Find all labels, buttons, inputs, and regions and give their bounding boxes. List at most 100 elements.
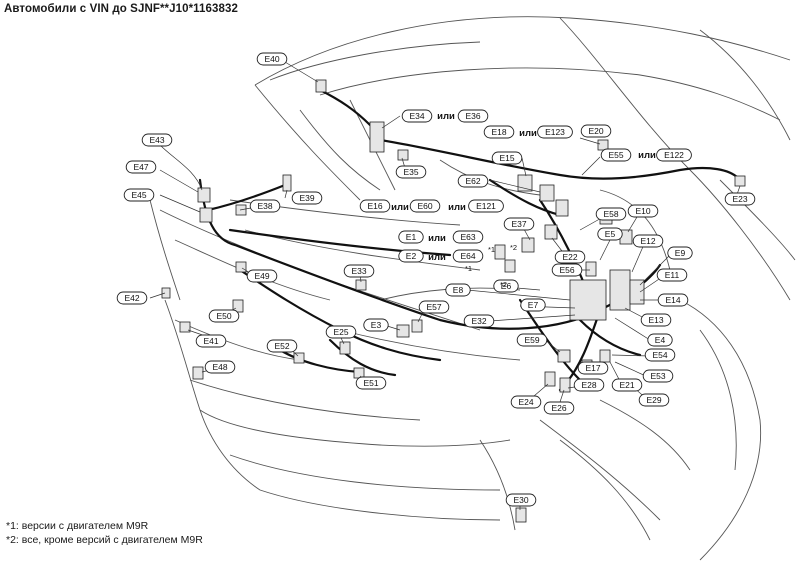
or-word: или	[437, 111, 455, 122]
label-text: E64	[460, 251, 475, 261]
connector-label: E26	[543, 401, 575, 415]
connector-label: E53	[642, 369, 674, 383]
label-text: E58	[603, 209, 618, 219]
connector-label: E43	[141, 133, 173, 147]
connector-label: E28	[573, 378, 605, 392]
connector-label: E25	[325, 325, 357, 339]
connector-label: E36	[457, 109, 489, 123]
label-text: E47	[133, 162, 148, 172]
label-box	[632, 234, 664, 248]
connector-label: E17	[577, 361, 609, 375]
connector-label: E45	[123, 188, 155, 202]
label-box	[656, 268, 688, 282]
or-word: или	[638, 150, 656, 161]
label-text: E22	[562, 252, 577, 262]
label-box	[123, 188, 155, 202]
or-word: или	[519, 128, 537, 139]
connector-label: E64	[452, 249, 484, 263]
label-text: E51	[363, 378, 378, 388]
label-text: E38	[257, 201, 272, 211]
footnote-1: *1: версии с двигателем M9R	[6, 520, 149, 532]
connector-label: E7	[520, 298, 546, 312]
connector-label: E41	[195, 334, 227, 348]
label-box	[401, 109, 433, 123]
label-text: E6	[501, 281, 512, 291]
label-box	[395, 165, 427, 179]
label-box	[141, 133, 173, 147]
connector-label: E62	[457, 174, 489, 188]
label-text: E8	[453, 285, 464, 295]
label-box	[491, 151, 523, 165]
label-box	[554, 250, 586, 264]
connector-label: E122	[656, 148, 692, 162]
label-box	[656, 148, 692, 162]
label-box	[611, 378, 643, 392]
label-text: E15	[499, 153, 514, 163]
connector-label: E57	[418, 300, 450, 314]
label-text: E63	[460, 232, 475, 242]
label-text: E37	[511, 219, 526, 229]
connector-label: E38	[249, 199, 281, 213]
label-text: E32	[471, 316, 486, 326]
connector-label: E6	[493, 279, 519, 293]
label-text: E62	[465, 176, 480, 186]
label-text: E121	[476, 201, 496, 211]
leader-lines	[149, 61, 741, 510]
connector-label: E49	[246, 269, 278, 283]
label-text: E5	[605, 229, 616, 239]
label-box	[642, 369, 674, 383]
label-text: E34	[409, 111, 424, 121]
connector-label: E2	[398, 249, 424, 263]
label-box	[516, 333, 548, 347]
label-box	[627, 204, 659, 218]
label-text: E28	[581, 380, 596, 390]
label-text: E48	[212, 362, 227, 372]
connector-label: E30	[505, 493, 537, 507]
footnote-mark-2: *2	[510, 243, 517, 252]
connector-label: E8	[445, 283, 471, 297]
connector-label: E37	[503, 217, 535, 231]
label-text: E41	[203, 336, 218, 346]
connector-label: E32	[463, 314, 495, 328]
label-box	[445, 283, 471, 297]
label-box	[204, 360, 236, 374]
label-box	[398, 230, 424, 244]
label-box	[355, 376, 387, 390]
label-box	[195, 334, 227, 348]
connector-label: E15	[491, 151, 523, 165]
car-body-outline	[149, 16, 796, 561]
connector-label: E48	[204, 360, 236, 374]
connector-label: E22	[554, 250, 586, 264]
connector-label: E40	[256, 52, 288, 66]
connector-label: E34	[401, 109, 433, 123]
label-box	[600, 148, 632, 162]
label-box	[657, 293, 689, 307]
label-box	[116, 291, 148, 305]
label-box	[208, 309, 240, 323]
connector-label: E21	[611, 378, 643, 392]
connector-label: E14	[657, 293, 689, 307]
label-text: E11	[665, 270, 680, 280]
connector-label: E123	[537, 125, 573, 139]
connector-label: E121	[468, 199, 504, 213]
connector-label: E10	[627, 204, 659, 218]
label-box	[520, 298, 546, 312]
label-box	[537, 125, 573, 139]
label-box	[398, 249, 424, 263]
footnote-mark-1: *1	[488, 245, 495, 254]
label-box	[510, 395, 542, 409]
connectors	[161, 79, 746, 523]
label-text: E24	[518, 397, 533, 407]
label-text: E26	[551, 403, 566, 413]
label-box	[724, 192, 756, 206]
label-text: E23	[732, 194, 747, 204]
label-box	[291, 191, 323, 205]
connector-label: E51	[355, 376, 387, 390]
label-box	[256, 52, 288, 66]
label-box	[505, 493, 537, 507]
connector-label: E13	[640, 313, 672, 327]
label-text: E40	[264, 54, 279, 64]
label-box	[452, 249, 484, 263]
connector-label: E9	[667, 246, 693, 260]
label-text: E20	[588, 126, 603, 136]
